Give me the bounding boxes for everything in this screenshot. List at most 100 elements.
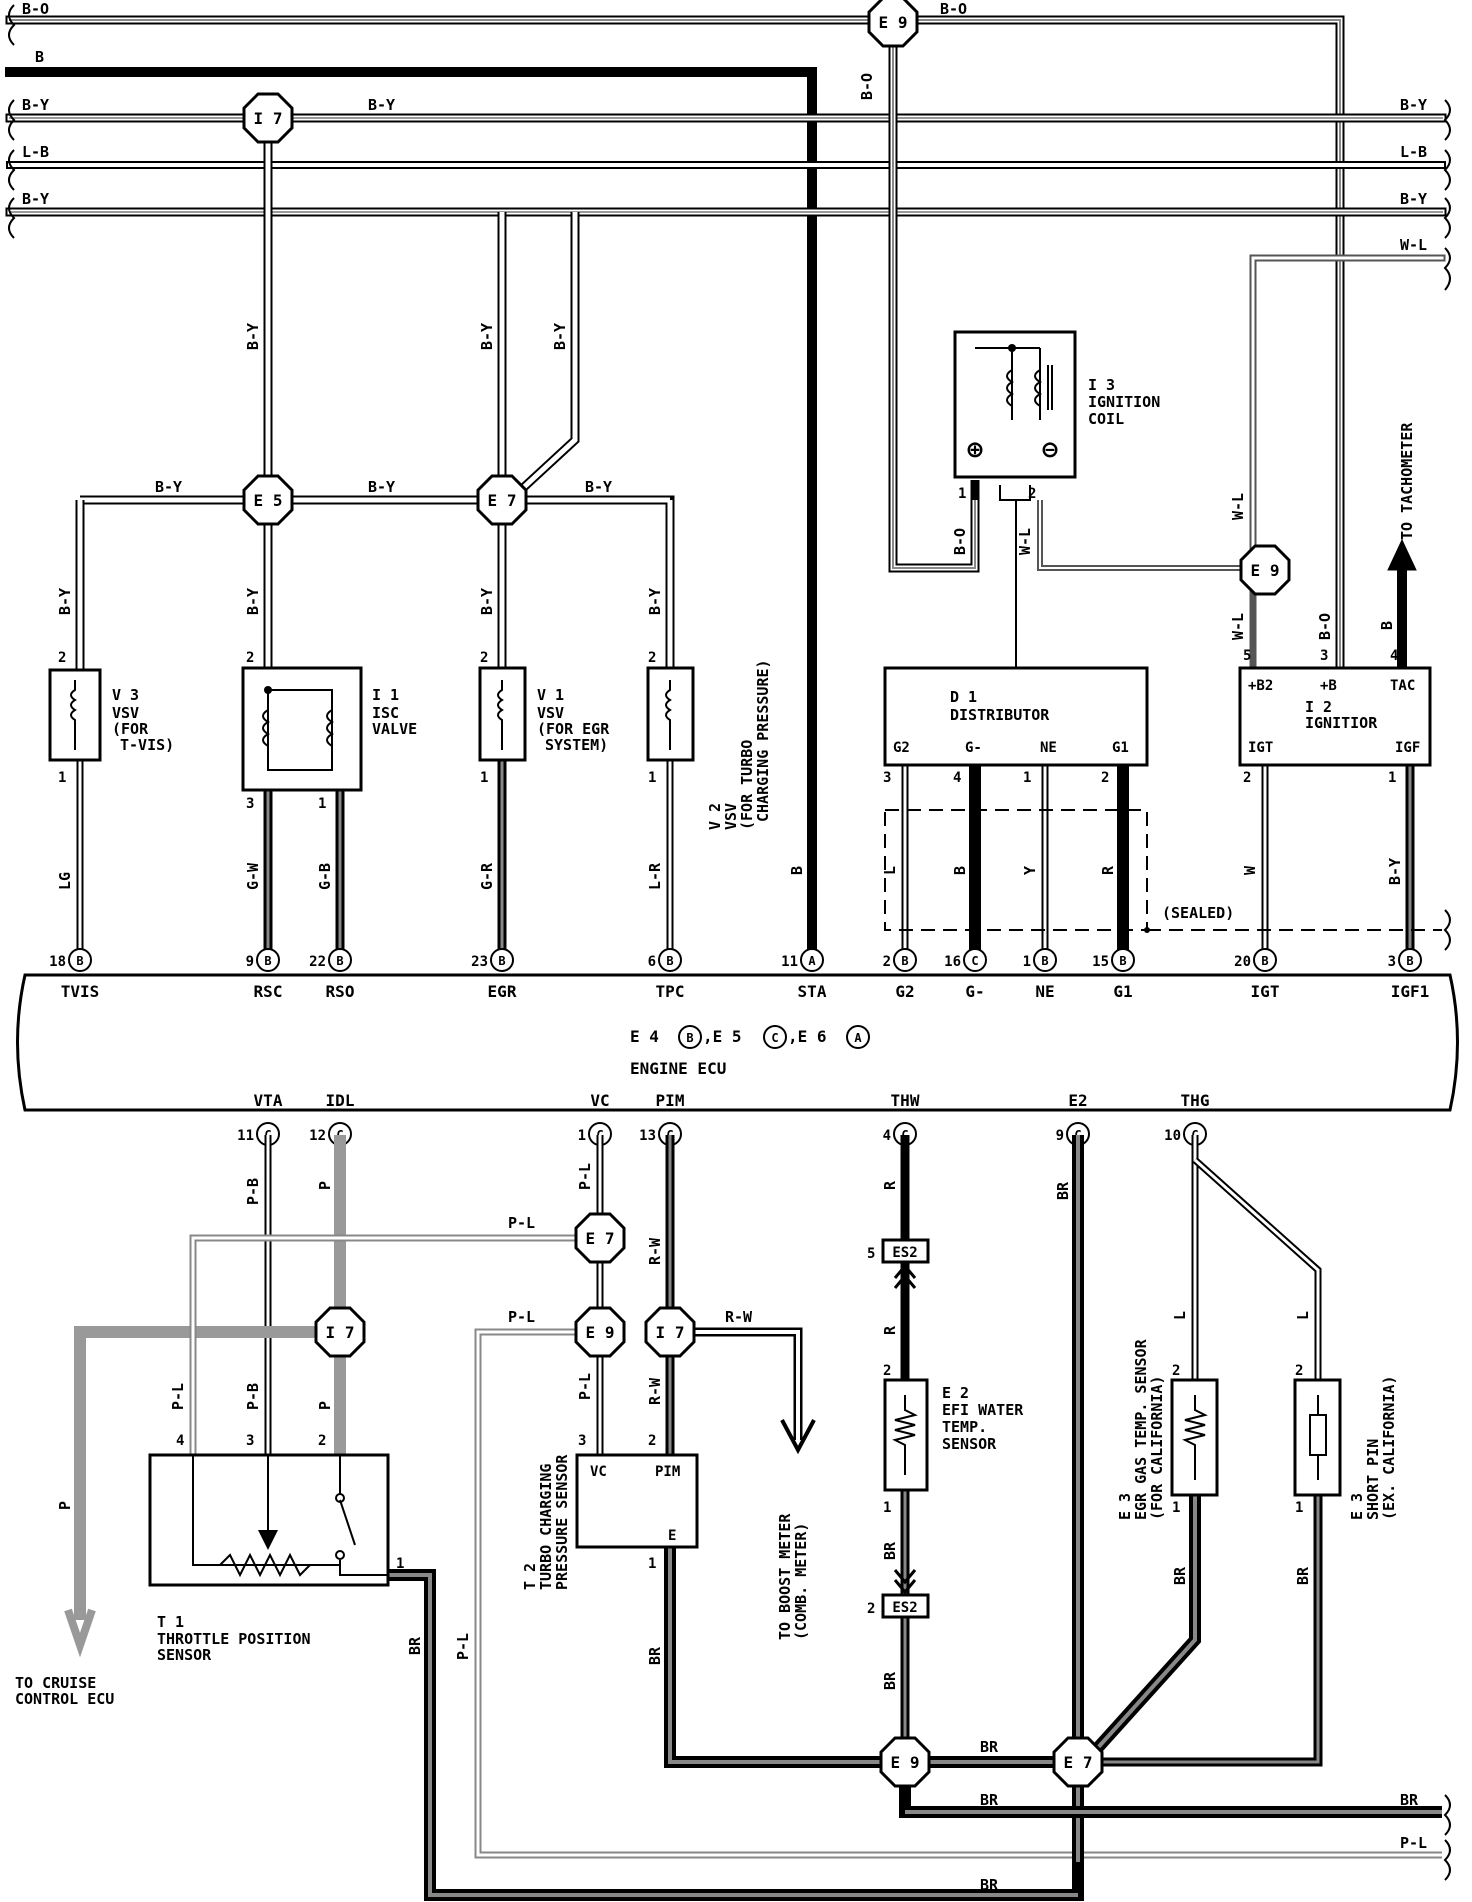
component-e3-egr: E 3 EGR GAS TEMP. SENSOR (FOR CALIFORNIA… (1116, 1338, 1219, 1520)
svg-text:CONTROL ECU: CONTROL ECU (15, 1690, 114, 1708)
wire-label: BR (1054, 1181, 1072, 1200)
component-v1: V 1 VSV (FOR EGR SYSTEM) (478, 666, 610, 762)
pin-number: 1 (648, 770, 656, 786)
wire-label: W-L (1016, 528, 1034, 555)
terminal-connector: B (1119, 954, 1126, 968)
svg-text:G1: G1 (1112, 740, 1129, 756)
wire-label: P-L (576, 1373, 594, 1400)
junction-e9: E 9 (879, 1736, 931, 1788)
svg-text:TO TACHOMETER: TO TACHOMETER (1398, 422, 1416, 540)
terminal-connector: B (264, 954, 271, 968)
wire-label: B-Y (155, 478, 182, 496)
terminal-connector: B (336, 954, 343, 968)
svg-text:TO BOOST METER: TO BOOST METER (776, 1513, 794, 1640)
ecu-connectors-label: E 4 (630, 1027, 659, 1046)
svg-text:IGF: IGF (1395, 740, 1420, 756)
component-v3: V 3 VSV (FOR T-VIS) (48, 668, 174, 762)
terminal-connector: A (808, 954, 816, 968)
svg-text:T 1: T 1 (157, 1613, 184, 1631)
junction-e7: E 7 (1052, 1736, 1104, 1788)
junction-e9: E 9 (867, 0, 919, 48)
wire-label: B (35, 48, 44, 66)
svg-text:IGT: IGT (1248, 740, 1273, 756)
wire-label: BR (646, 1646, 664, 1665)
terminal-label: VC (590, 1091, 609, 1110)
svg-text:VSV: VSV (112, 704, 139, 722)
svg-text:EFI WATER: EFI WATER (942, 1401, 1024, 1419)
wire-label: P-L (508, 1308, 535, 1326)
terminal-connector: B (498, 954, 505, 968)
wire-label: B-Y (551, 323, 569, 350)
svg-text:V 2: V 2 (706, 803, 724, 830)
terminal-pin: 16 (944, 954, 961, 970)
break-marks-right (1443, 99, 1451, 291)
terminal-label: IDL (326, 1091, 355, 1110)
wire-label: B-O (858, 73, 876, 100)
svg-text:⊖: ⊖ (1042, 435, 1058, 465)
svg-text:EGR GAS TEMP. SENSOR: EGR GAS TEMP. SENSOR (1132, 1338, 1150, 1520)
break-marks-left (8, 4, 16, 239)
component-i2: +B2 +B TAC I 2 IGNITIOR IGT IGF (1238, 666, 1432, 767)
junction-label: E 7 (586, 1229, 615, 1248)
wire-label: R (1099, 865, 1117, 875)
wire-label: L (1171, 1311, 1189, 1320)
pin-number: 1 (958, 486, 966, 502)
terminal-pin: 20 (1234, 954, 1251, 970)
svg-text:T-VIS): T-VIS) (120, 736, 174, 754)
junction-e9: E 9 (574, 1306, 626, 1358)
wire-label: BR (1171, 1566, 1189, 1585)
wire-label: LG (56, 872, 74, 890)
wire-label: B-O (1316, 613, 1334, 640)
wire-label: L-B (22, 143, 49, 161)
wire-label: B-Y (368, 96, 395, 114)
terminal-label: G2 (895, 982, 914, 1001)
pin-number: 2 (1243, 770, 1251, 786)
wire-label: W-L (1400, 236, 1427, 254)
wire-label: BR (881, 1541, 899, 1560)
component-t1: T 1 THROTTLE POSITION SENSOR (148, 1453, 390, 1664)
wire-b-thick (5, 67, 817, 965)
terminal-connector: B (1041, 954, 1048, 968)
wire-label: P-B (244, 1383, 262, 1410)
tachometer-label: TO TACHOMETER (1398, 422, 1416, 540)
wire-label: P-L (508, 1214, 535, 1232)
pin-number: 2 (480, 650, 488, 666)
svg-text:(FOR: (FOR (112, 720, 149, 738)
svg-text:DISTRIBUTOR: DISTRIBUTOR (950, 706, 1050, 724)
svg-text:VALVE: VALVE (372, 720, 417, 738)
component-v2: V 2 VSV (FOR TURBO CHARGING PRESSURE) (646, 659, 772, 830)
terminal-pin: 4 (883, 1128, 891, 1144)
junction-i7: I 7 (644, 1306, 696, 1358)
pin-number: 5 (1243, 648, 1251, 664)
junction-label: I 7 (326, 1323, 355, 1342)
pin-number: 1 (1295, 1500, 1303, 1516)
svg-text:SENSOR: SENSOR (942, 1435, 997, 1453)
wire-label: P (56, 1501, 74, 1510)
terminal-connector: C (971, 954, 978, 968)
svg-text:TURBO CHARGING: TURBO CHARGING (537, 1464, 555, 1590)
junction-label: E 5 (254, 491, 283, 510)
wire-label: B-Y (244, 588, 262, 615)
wire-label: R-W (646, 1237, 664, 1265)
terminal-label: E2 (1068, 1091, 1087, 1110)
terminal-pin: 22 (309, 954, 326, 970)
pin-number: 2 (318, 1433, 326, 1449)
wire-label: BR (980, 1738, 999, 1756)
svg-text:E 3: E 3 (1348, 1493, 1366, 1520)
svg-text:⊕: ⊕ (967, 435, 983, 465)
wire-label: R (881, 1180, 899, 1190)
wire-label: L-B (1400, 143, 1427, 161)
wire-label: L (1294, 1311, 1312, 1320)
wire-label: BR (980, 1876, 999, 1894)
svg-text:COIL: COIL (1088, 410, 1124, 428)
wire-label: B-Y (585, 478, 612, 496)
wire-label: P (316, 1401, 334, 1410)
terminal-pin: 23 (471, 954, 488, 970)
wire-label: B (1378, 621, 1396, 630)
